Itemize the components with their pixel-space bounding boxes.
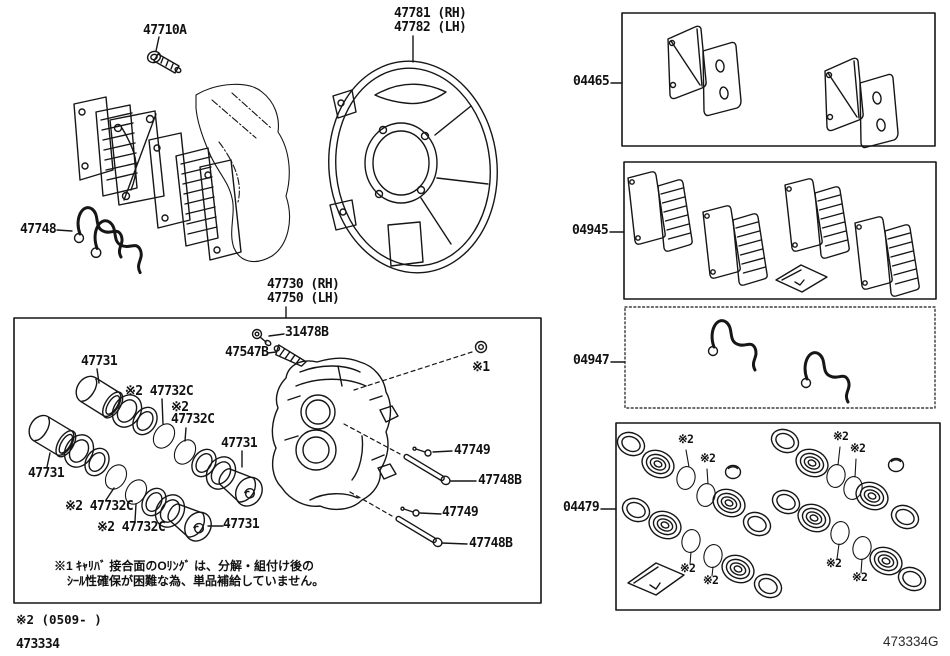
kit-label-04479: 04479: [563, 500, 600, 515]
pad-support-spring-drawing: [57, 206, 143, 275]
fitting-drawing: [268, 344, 307, 369]
shim-kit-contents: [667, 25, 899, 149]
part-label-47748: 47748: [20, 222, 57, 237]
kit-label-04945: 04945: [572, 223, 609, 238]
part-label-47710a: 47710A: [143, 23, 187, 38]
figure-code-alt: 473334G: [883, 634, 939, 649]
figure-code: 473334: [16, 637, 60, 652]
part-label-47732c-1: ※2 47732C: [125, 384, 194, 399]
kit-label-04947: 04947: [573, 353, 610, 368]
part-label-47749-2: 47749: [442, 505, 479, 520]
guide-pin-drawings: [344, 424, 476, 548]
kit-box-04947: [625, 307, 935, 408]
ref2-seal-1: ※2: [678, 432, 694, 446]
piston-seal-row-2: [23, 409, 223, 547]
oring-ref1-drawing: [354, 342, 487, 391]
ref2-seal-3: ※2: [833, 429, 849, 443]
ref2-label-oring-2: ※2: [171, 400, 189, 415]
part-label-31478b: 31478B: [285, 325, 329, 340]
caliper-note-line1: ※1 ｷｬﾘﾊﾞ 接合面のOﾘﾝｸﾞ は、分解・組付け後の: [54, 559, 315, 573]
caliper-drawing: [272, 358, 398, 509]
part-label-47731-2: 47731: [221, 436, 258, 451]
caliper-kit-box: [14, 318, 541, 603]
part-label-47748b-1: 47748B: [478, 473, 522, 488]
part-label-47731-3: 47731: [28, 466, 65, 481]
ref2-seal-2: ※2: [700, 451, 716, 465]
caliper-note-line2: ｼｰﾙ性確保が困難な為、単品補給していません。: [67, 574, 325, 588]
part-label-47732c-4: ※2 47732C: [97, 520, 166, 535]
ref1-label: ※1: [472, 360, 490, 375]
part-label-47781-rh: 47781 (RH): [394, 6, 467, 21]
kit-box-04945: [624, 162, 936, 299]
ref2-applicability-note: ※2 (0509- ): [16, 612, 102, 627]
part-label-47731-4: 47731: [223, 517, 260, 532]
knuckle-drawing: [196, 84, 290, 261]
dust-cover-drawing: [318, 36, 507, 281]
bolt-drawing: [146, 37, 182, 73]
bleeder-plug-drawing: [253, 330, 285, 347]
spring-kit-contents: [707, 319, 851, 404]
piston-seal-row-1: [70, 369, 269, 512]
part-label-47731-1: 47731: [81, 354, 118, 369]
part-label-47782-lh: 47782 (LH): [394, 20, 467, 35]
ref2-seal-6: ※2: [703, 573, 719, 587]
part-label-47547b: 47547B: [225, 345, 269, 360]
part-label-47749-1: 47749: [454, 443, 491, 458]
ref2-seal-4: ※2: [850, 441, 866, 455]
part-label-47732c-2: 47732C: [171, 412, 215, 427]
ref2-seal-7: ※2: [826, 556, 842, 570]
kit-box-04465: [622, 13, 935, 146]
ref2-seal-8: ※2: [852, 570, 868, 584]
part-label-47730-rh: 47730 (RH): [267, 277, 340, 292]
ref2-seal-5: ※2: [680, 561, 696, 575]
part-label-47748b-2: 47748B: [469, 536, 513, 551]
part-label-47732c-3: ※2 47732C: [65, 499, 134, 514]
part-label-47750-lh: 47750 (LH): [267, 291, 340, 306]
pad-kit-contents: [627, 171, 920, 297]
pad-stack-drawing: [74, 97, 241, 260]
kit-label-04465: 04465: [573, 74, 610, 89]
kit-box-04479: [616, 423, 940, 610]
seal-kit-contents: [612, 424, 931, 603]
